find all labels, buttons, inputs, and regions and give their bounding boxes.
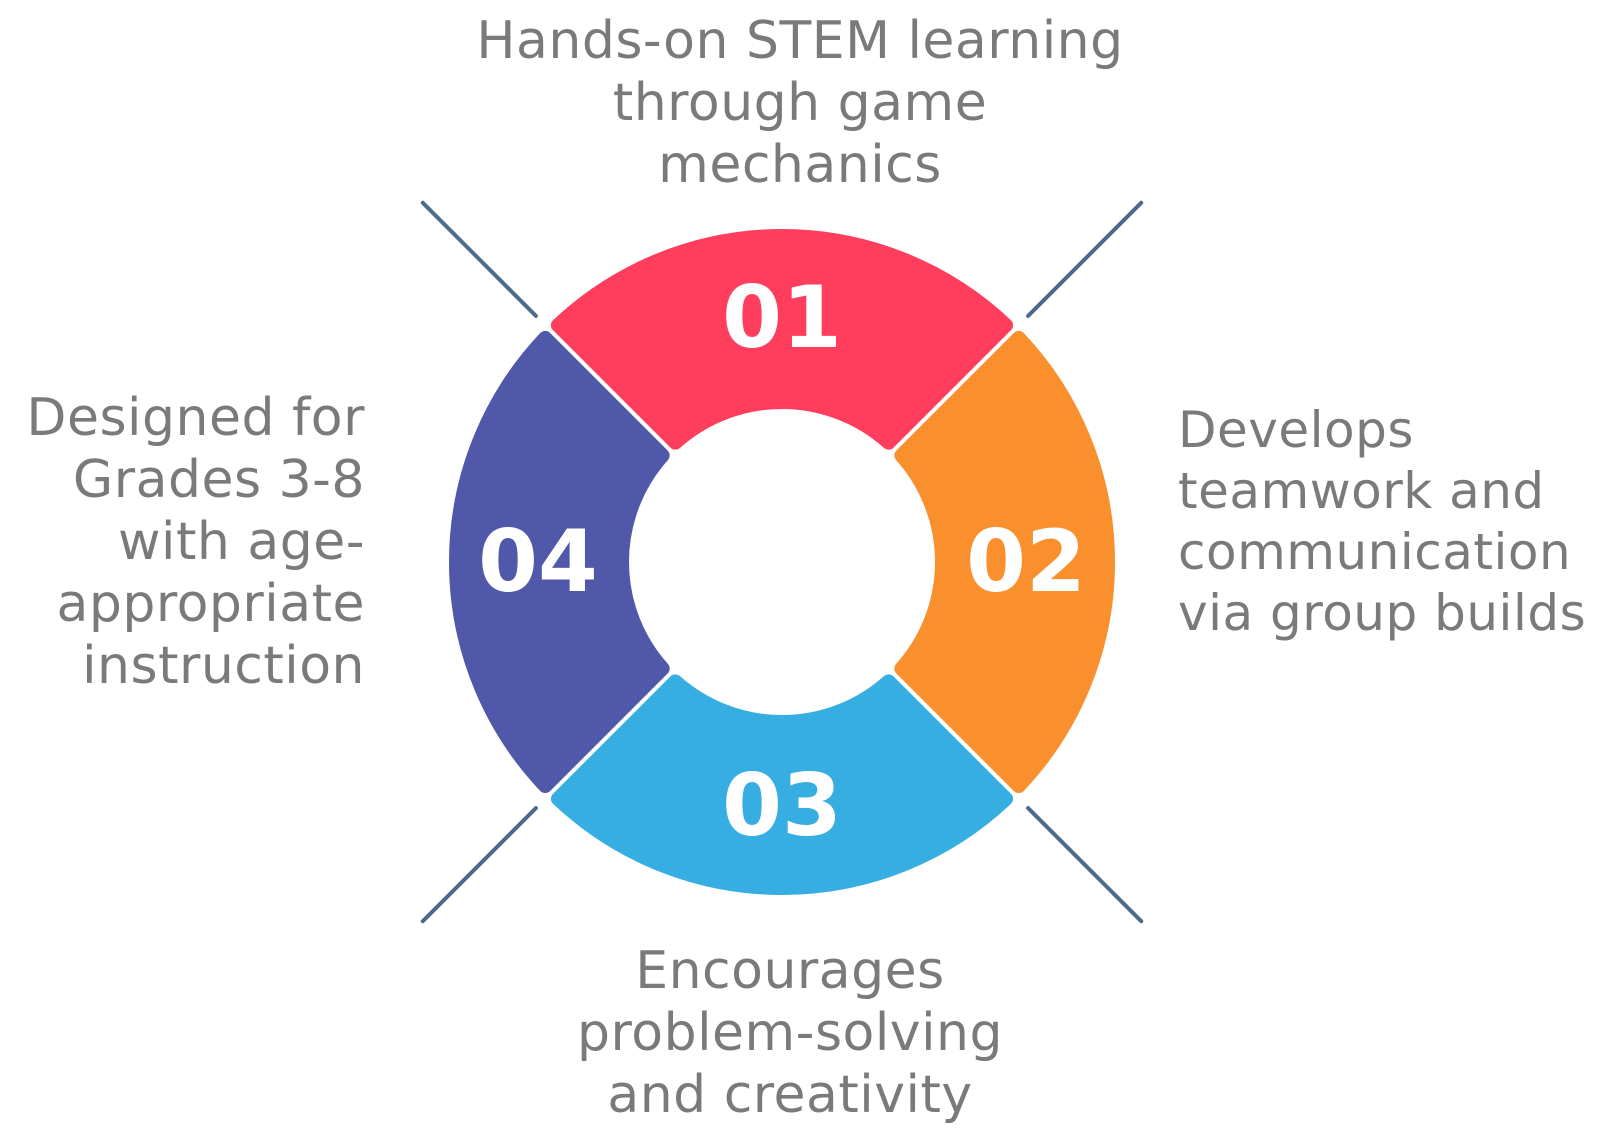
label-line: problem-solving (577, 1003, 1003, 1063)
ring-segments (449, 229, 1115, 895)
ring-segment-04 (449, 330, 670, 794)
segment-number-04: 04 (478, 512, 598, 612)
ring-segment-01 (550, 229, 1014, 450)
label-line: Encourages (635, 941, 945, 1001)
label-line: communication (1178, 523, 1572, 581)
label-line: mechanics (658, 135, 942, 195)
connector-line-2 (1026, 806, 1144, 924)
label-line: and creativity (607, 1065, 973, 1125)
label-line: Hands-on STEM learning (476, 11, 1124, 71)
connector-line-4 (420, 200, 538, 318)
segment-number-01: 01 (722, 268, 842, 368)
label-line: with age- (118, 512, 365, 572)
label-line: through game (612, 73, 988, 133)
label-line: teamwork and (1178, 462, 1545, 520)
segment-numbers: 01 02 03 04 (478, 268, 1086, 856)
label-line: via group builds (1178, 584, 1587, 642)
label-line: appropriate (56, 574, 365, 634)
ring-segment-03 (550, 674, 1014, 895)
label-line: instruction (82, 636, 365, 696)
connector-line-1 (1026, 200, 1144, 318)
label-line: Grades 3-8 (72, 450, 365, 510)
connector-line-3 (420, 806, 538, 924)
segment-number-03: 03 (722, 756, 842, 856)
ring-segment-02 (894, 330, 1115, 794)
connector-lines (420, 200, 1144, 924)
label-line: Develops (1178, 401, 1414, 459)
segment-number-02: 02 (966, 512, 1086, 612)
label-line: Designed for (26, 388, 365, 448)
